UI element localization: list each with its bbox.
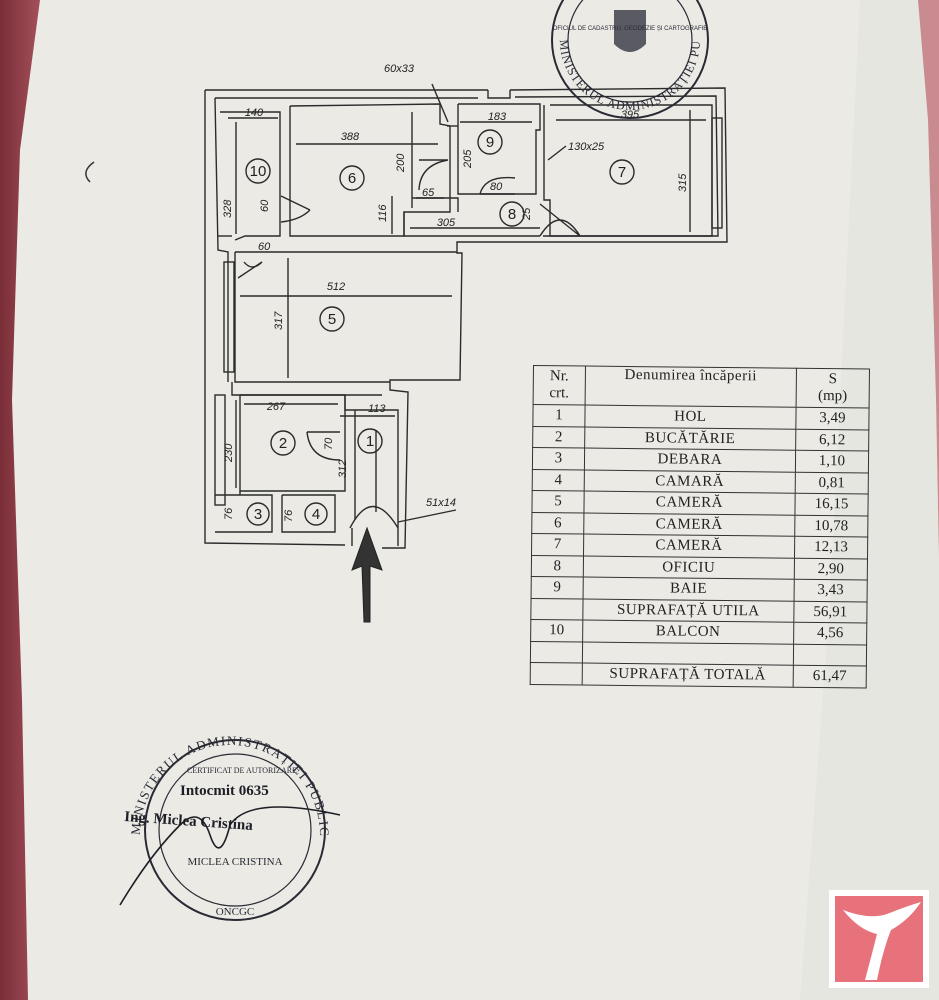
cell-nr: 4 — [532, 468, 585, 492]
room-2-label: 2 — [279, 435, 287, 452]
cell-nr: 5 — [531, 490, 585, 513]
room-8-label: 8 — [508, 206, 516, 223]
cell-name: CAMERĂ — [583, 512, 795, 537]
cell-area: 3,49 — [795, 407, 870, 430]
room-3-label: 3 — [254, 506, 262, 523]
cell-name: CAMERĂ — [583, 491, 796, 515]
dim-label: 205 — [462, 149, 474, 169]
cell-area: 6,12 — [795, 428, 869, 452]
cell-area: 0,81 — [795, 471, 869, 495]
cell-name — [582, 641, 794, 666]
coat-of-arms-icon — [614, 10, 646, 52]
cell-nr — [530, 640, 583, 664]
cell-name: SUPRAFAȚĂ UTILA — [582, 598, 794, 623]
stamp-bottom-oncgc: ONCGC — [216, 906, 255, 918]
room-6-label: 6 — [348, 170, 356, 187]
cell-nr: 2 — [532, 426, 585, 449]
cell-area: 4,56 — [793, 622, 867, 645]
cell-nr — [530, 662, 583, 685]
stamp-line-intocmit: Intocmit 0635 — [180, 783, 269, 799]
room-1-label: 1 — [366, 433, 374, 450]
cell-name: BAIE — [582, 577, 795, 601]
dim-label: 80 — [490, 181, 503, 193]
room-5-label: 5 — [328, 311, 336, 328]
header-nr: Nr. crt. — [533, 365, 586, 406]
dim-label: 65 — [422, 187, 435, 199]
header-area: S (mp) — [795, 368, 870, 409]
dim-label: 305 — [437, 217, 456, 229]
cell-area: 10,78 — [794, 514, 868, 538]
cell-name: CAMARĂ — [584, 469, 796, 494]
cell-area: 1,10 — [795, 450, 869, 473]
cell-name: BALCON — [582, 620, 794, 644]
header-name: Denumirea încăperii — [585, 366, 797, 408]
cell-name: OFICIU — [583, 555, 795, 580]
brand-logo — [829, 890, 929, 988]
dim-label: 25 — [521, 207, 533, 221]
cell-area: 3,43 — [793, 579, 868, 602]
official-stamp-top: MINISTERUL ADMINISTRAȚIEI PUBLICE OFICIU… — [540, 0, 709, 119]
dim-label: 51x14 — [426, 497, 456, 509]
room-7-label: 7 — [618, 164, 626, 181]
cell-nr: 10 — [530, 619, 583, 642]
table-header-row: Nr. crt. Denumirea încăperii S (mp) — [533, 365, 870, 409]
cell-name: CAMERĂ — [583, 534, 795, 558]
dim-label: 60x33 — [384, 63, 415, 75]
dim-label: 113 — [368, 403, 386, 415]
dim-label: 267 — [266, 401, 286, 413]
dim-label: 76 — [283, 509, 295, 522]
signature-icon — [119, 806, 341, 906]
dim-label: 116 — [377, 204, 389, 222]
room-9-label: 9 — [486, 134, 494, 151]
dim-label: 230 — [223, 443, 235, 463]
cell-name: SUPRAFAȚĂ TOTALĂ — [582, 663, 794, 687]
cell-nr: 1 — [532, 404, 586, 427]
cell-area: 61,47 — [792, 665, 867, 688]
cell-area: 12,13 — [794, 536, 868, 559]
dim-label: 140 — [245, 107, 264, 119]
cell-nr: 9 — [531, 576, 584, 599]
cell-name: DEBARA — [584, 448, 796, 472]
dim-label: 512 — [327, 281, 345, 293]
cell-area: 2,90 — [794, 557, 868, 581]
dim-label: 200 — [395, 153, 407, 173]
bird-logo-icon — [835, 896, 923, 982]
cell-nr — [530, 597, 583, 621]
dim-label: 70 — [323, 437, 335, 450]
dim-label: 60 — [259, 199, 271, 212]
stamp-bottom-name: MICLEA CRISTINA — [187, 856, 282, 868]
cell-nr: 6 — [531, 511, 584, 535]
cell-nr: 8 — [531, 554, 584, 578]
dim-label: 130x25 — [568, 141, 605, 153]
cell-area: 16,15 — [794, 493, 869, 516]
cell-area: 56,91 — [793, 600, 868, 624]
dim-label: 388 — [341, 131, 360, 143]
room-10-label: 10 — [250, 163, 267, 180]
cell-nr: 3 — [532, 447, 585, 470]
dim-label: 183 — [488, 111, 507, 123]
cell-name: HOL — [584, 405, 796, 429]
dim-label: 312 — [337, 460, 349, 478]
room-4-label: 4 — [312, 506, 320, 523]
dim-label: 317 — [273, 311, 285, 330]
cell-name: BUCĂTĂRIE — [584, 426, 796, 451]
dim-label: 60 — [258, 241, 271, 253]
official-stamp-bottom: MINISTERUL ADMINISTRAȚIEI PUBLICE CERTIF… — [110, 715, 341, 921]
dim-label: 315 — [677, 173, 689, 192]
cell-nr: 7 — [531, 533, 584, 556]
stamp-line-engineer: Ing. Miclea Cristina — [124, 809, 254, 834]
dim-label: 328 — [222, 199, 234, 218]
cell-area — [793, 643, 867, 667]
stamp-bottom-cert: CERTIFICAT DE AUTORIZARE — [187, 766, 297, 775]
dim-label: 76 — [223, 507, 235, 520]
